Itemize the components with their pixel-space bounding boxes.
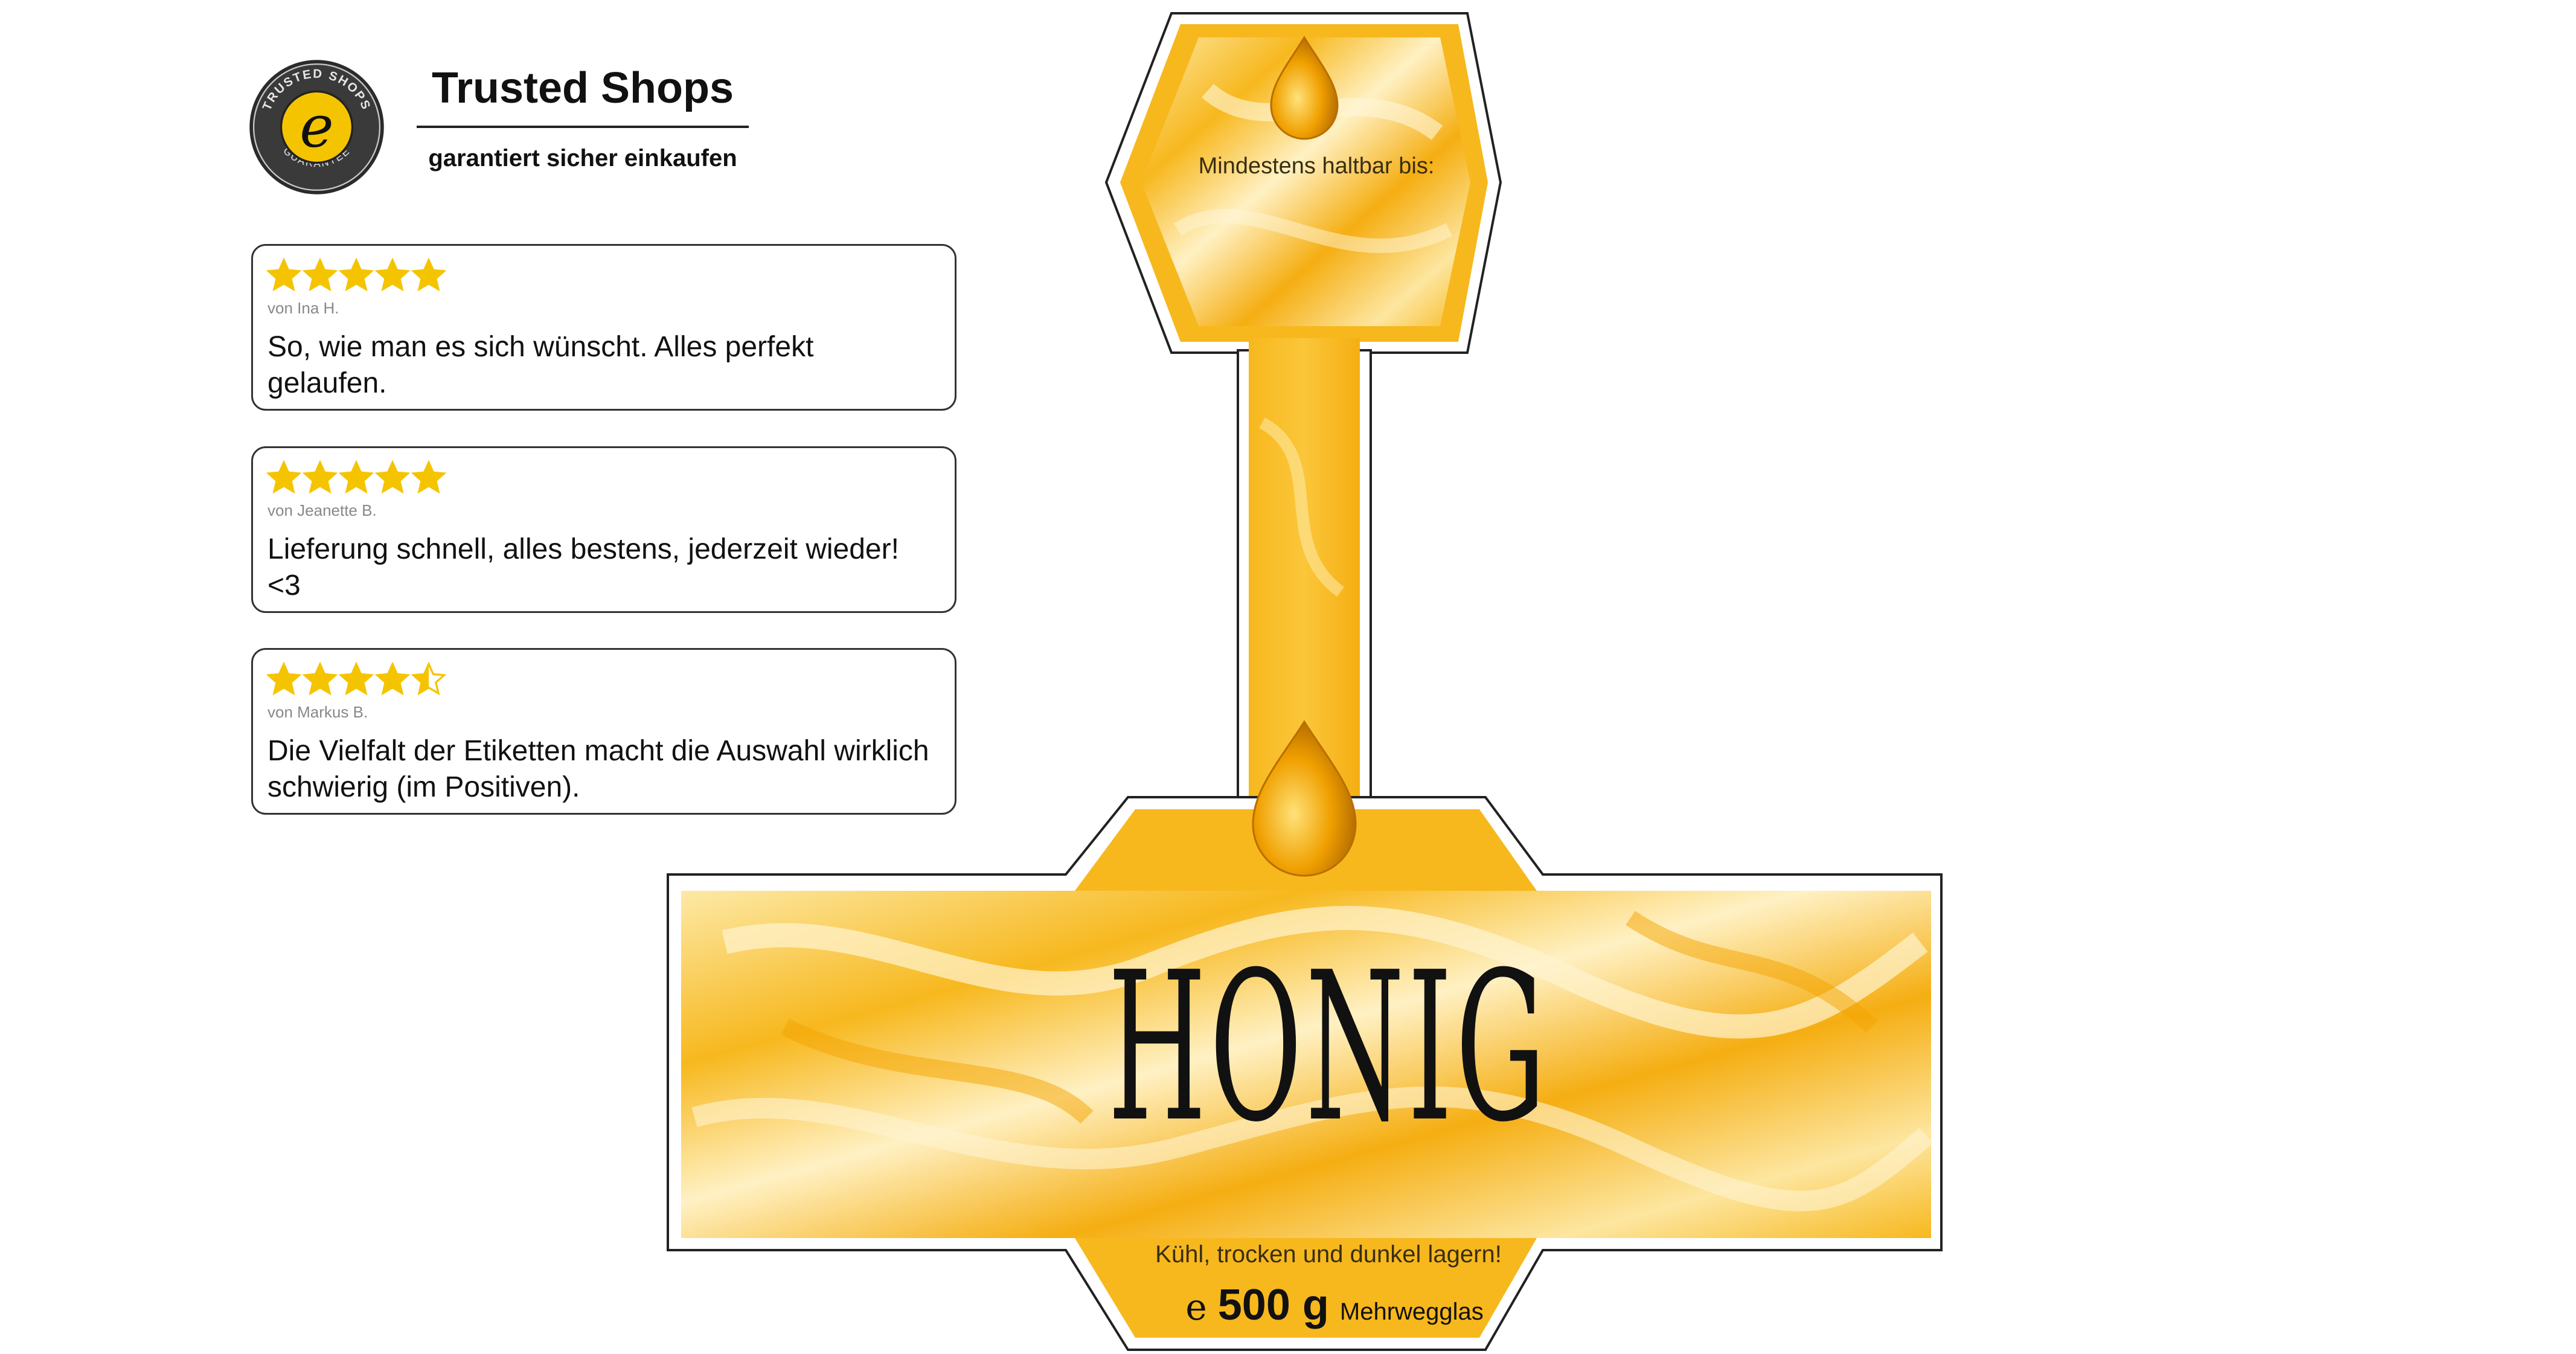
- review-author: von Ina H.: [268, 299, 339, 317]
- net-weight: 500 g: [1217, 1281, 1329, 1329]
- trusted-shops-title[interactable]: Trusted Shops: [431, 64, 734, 112]
- storage-instructions: Kühl, trocken und dunkel lagern!: [1155, 1241, 1502, 1268]
- estimated-sign: e: [1185, 1286, 1207, 1329]
- star-rating: [266, 662, 446, 698]
- star-half-icon: [411, 662, 446, 696]
- star-rating: [266, 460, 446, 496]
- product-name: HONIG: [1107, 928, 1549, 1167]
- star-full-icon: [375, 662, 410, 696]
- review-text: Lieferung schnell, alles bestens, jederz…: [268, 533, 899, 602]
- star-full-icon: [266, 460, 301, 494]
- star-full-icon: [303, 258, 338, 292]
- star-full-icon: [339, 460, 374, 494]
- honey-drop-icon: [1270, 36, 1339, 140]
- review-text: So, wie man es sich wünscht. Alles perfe…: [268, 331, 814, 399]
- star-full-icon: [375, 258, 410, 292]
- best-before-hexagon: [1104, 12, 1502, 354]
- review-author: von Markus B.: [268, 703, 368, 721]
- star-full-icon: [411, 460, 446, 494]
- title-divider: [417, 126, 749, 128]
- container-type: Mehrwegglas: [1339, 1298, 1484, 1325]
- review-author: von Jeanette B.: [268, 501, 377, 519]
- review-card[interactable]: von Jeanette B. Lieferung schnell, alles…: [251, 446, 956, 613]
- star-rating: [266, 258, 446, 294]
- star-full-icon: [303, 460, 338, 494]
- star-full-icon: [375, 460, 410, 494]
- trusted-shops-subtitle: garantiert sicher einkaufen: [428, 145, 737, 172]
- seal-letter: e: [300, 94, 333, 160]
- honey-drop-icon: [1252, 720, 1357, 877]
- review-card[interactable]: von Ina H. So, wie man es sich wünscht. …: [251, 244, 956, 411]
- label-body: [667, 796, 1943, 1351]
- star-full-icon: [411, 258, 446, 292]
- star-full-icon: [339, 662, 374, 696]
- star-full-icon: [339, 258, 374, 292]
- star-full-icon: [266, 258, 301, 292]
- review-card[interactable]: von Markus B. Die Vielfalt der Etiketten…: [251, 648, 956, 815]
- review-text: Die Vielfalt der Etiketten macht die Aus…: [268, 735, 929, 803]
- trusted-shops-seal[interactable]: TRUSTED SHOPS GUARANTEE e: [248, 59, 385, 196]
- star-full-icon: [303, 662, 338, 696]
- label-stem: [1237, 338, 1372, 815]
- weight-row: e 500 g Mehrwegglas: [1147, 1280, 1522, 1329]
- best-before-label: Mindestens haltbar bis:: [1198, 153, 1435, 179]
- star-full-icon: [266, 662, 301, 696]
